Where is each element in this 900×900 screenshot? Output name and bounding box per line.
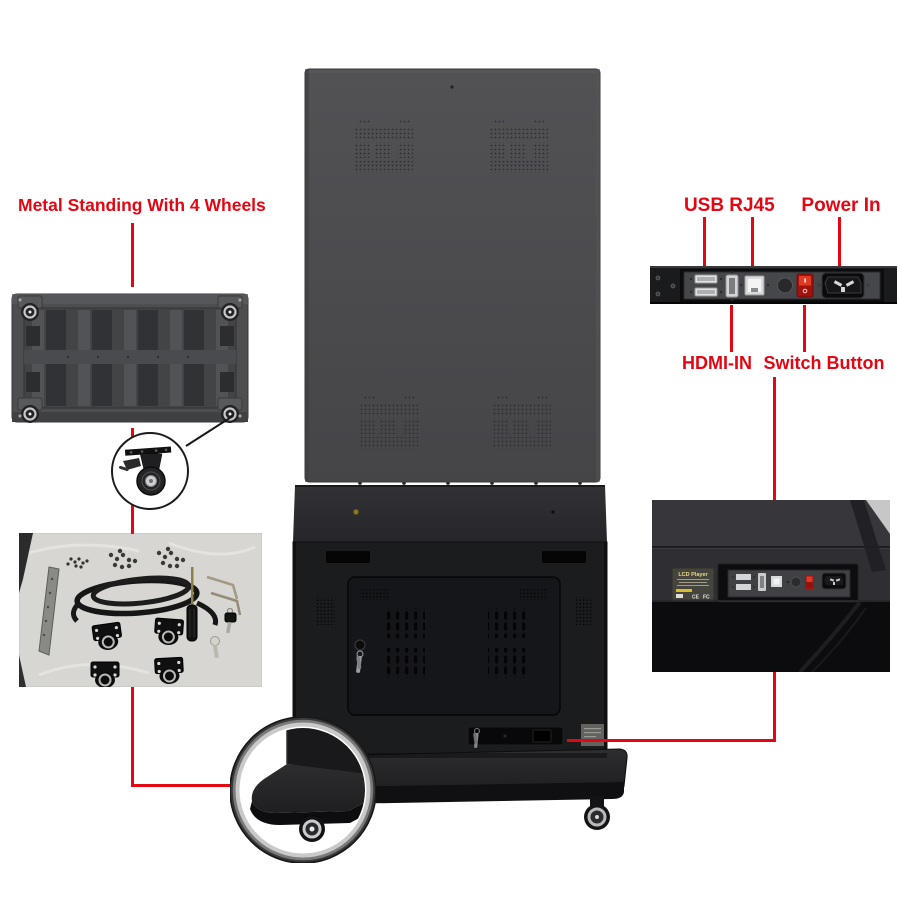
ports-location-closeup-photo: LCD Player CE FC — [652, 500, 890, 672]
leader-line-metal-standing — [131, 223, 134, 287]
handle-slot — [542, 551, 586, 563]
base-corner-magnifier-graphic — [230, 717, 376, 863]
screwdriver — [186, 567, 198, 642]
base-corner-magnifier-circle — [230, 717, 376, 863]
label-usb: USB — [683, 195, 725, 216]
leader-line-kit-to-circle-h — [131, 784, 238, 787]
power-switch — [796, 273, 814, 298]
gold-screw — [353, 509, 359, 515]
warning-stripe — [676, 589, 692, 592]
leader-line-power-in — [838, 217, 841, 266]
recessed-port-strip — [717, 563, 859, 603]
screws-pile — [108, 548, 138, 570]
usb-ports — [689, 274, 723, 297]
rating-sticker — [581, 724, 604, 746]
allen-keys — [206, 575, 242, 616]
cable-hole — [777, 277, 793, 294]
mounting-bracket — [38, 566, 60, 656]
vent-slots — [488, 648, 530, 678]
metal-base-photo — [8, 288, 252, 428]
leader-line-rj45 — [751, 217, 754, 266]
handle-slot — [326, 551, 370, 563]
background-corner — [866, 500, 890, 534]
hdmi-port — [725, 270, 739, 302]
leader-line-photo-to-port-v — [773, 672, 776, 742]
caster-detail-graphic — [119, 446, 172, 496]
device-label-title: LCD Player — [678, 572, 708, 578]
leader-line-kit-to-circle-v — [131, 687, 134, 787]
ports-panel-photo — [650, 264, 897, 306]
base-caster-right — [584, 796, 610, 830]
label-power-in: Power In — [801, 195, 881, 216]
base-front-edge — [250, 797, 365, 825]
vent-slots — [383, 608, 425, 638]
upper-back-panel — [304, 68, 601, 483]
accessories-kit-graphic — [19, 533, 262, 687]
ports-panel-graphic — [650, 266, 897, 304]
label-hdmi-in: HDMI-IN — [682, 353, 752, 373]
leader-line-switch — [803, 305, 806, 352]
screw-row — [357, 480, 583, 486]
power-cable — [71, 575, 219, 626]
base-top-surface — [251, 764, 365, 813]
vent-slots — [383, 648, 425, 678]
vent-slots — [488, 608, 530, 638]
metal-base-graphic — [11, 293, 249, 425]
leader-line-photo-to-port-h — [567, 739, 776, 742]
leader-line-switch-to-photo — [773, 377, 776, 500]
middle-joint-band — [293, 485, 607, 542]
label-metal-standing: Metal Standing With 4 Wheels — [18, 195, 266, 215]
magnified-caster — [299, 815, 325, 842]
keys — [210, 607, 237, 659]
ports-location-closeup-graphic: LCD Player CE FC — [652, 500, 890, 672]
fcc-mark: FC — [703, 595, 710, 601]
screws-pile — [66, 557, 89, 569]
caster-detail-circle — [111, 432, 189, 510]
bottom-power-port — [532, 729, 552, 743]
ce-mark: CE — [692, 595, 700, 601]
leader-line-usb — [703, 217, 706, 266]
label-switch-button: Switch Button — [763, 353, 885, 373]
hanging-keys — [473, 727, 481, 748]
rj45-port — [740, 275, 770, 296]
accessories-kit-photo — [19, 533, 262, 687]
kiosk-back-graphic — [267, 68, 628, 832]
speaker-grille — [317, 597, 335, 625]
speaker-grille — [574, 597, 592, 625]
hanging-hole — [450, 85, 454, 89]
device-label-sticker: LCD Player CE FC — [671, 567, 715, 601]
leader-line-hdmi — [730, 305, 733, 352]
table-edge — [19, 533, 33, 593]
power-inlet — [817, 272, 870, 299]
door-lock-with-keys — [354, 639, 366, 673]
screws-pile — [156, 546, 186, 569]
kiosk-back-photo — [250, 60, 650, 850]
label-rj45: RJ45 — [729, 195, 775, 216]
